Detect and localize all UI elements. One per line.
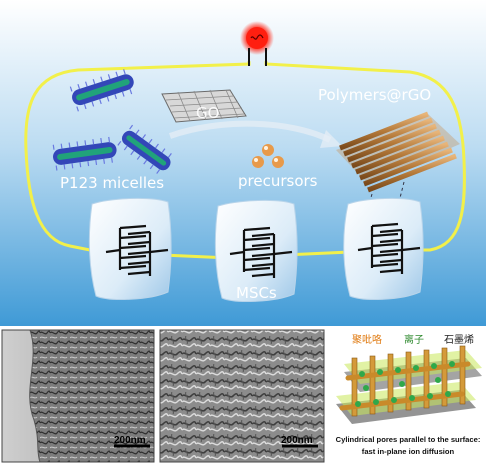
interdigital-electrode-icon [105, 224, 169, 276]
caption-line-1: Cylindrical pores parallel to the surfac… [336, 435, 481, 444]
polymers-rgo-label: Polymers@rGO [318, 86, 431, 104]
mscs-label: MSCs [236, 284, 277, 302]
polymer-rods-icon [336, 111, 460, 193]
precursors-label: precursors [238, 172, 318, 190]
arrow-head-icon [320, 130, 342, 148]
scale-label-middle: 200nm [281, 435, 313, 446]
go-label: GO [196, 104, 219, 122]
tem-image-left [1, 329, 155, 463]
legend-polypyrrole: 聚吡咯 [352, 334, 382, 346]
process-arrow [168, 120, 332, 143]
circuit-wire [24, 60, 466, 260]
legend-graphene: 石墨烯 [444, 333, 474, 346]
p123-micelles-icon [52, 69, 172, 174]
interdigital-electrode-icon [357, 222, 421, 274]
pore-schematic [330, 330, 486, 464]
p123-label: P123 micelles [60, 174, 164, 192]
caption-line-2: fast in-plane ion diffusion [362, 447, 455, 456]
msc-device-2 [214, 199, 298, 302]
graphene-oxide-sheet-icon [161, 89, 247, 123]
msc-device-3 [343, 197, 424, 300]
interdigital-electrode-icon [229, 226, 293, 278]
legend-ion: 离子 [404, 333, 424, 346]
tem-image-middle [159, 329, 325, 463]
msc-device-1 [88, 197, 172, 300]
scale-label-left: 200nm [114, 435, 146, 446]
precursor-spheres-icon [252, 144, 284, 168]
led-bulb-icon [240, 21, 274, 66]
